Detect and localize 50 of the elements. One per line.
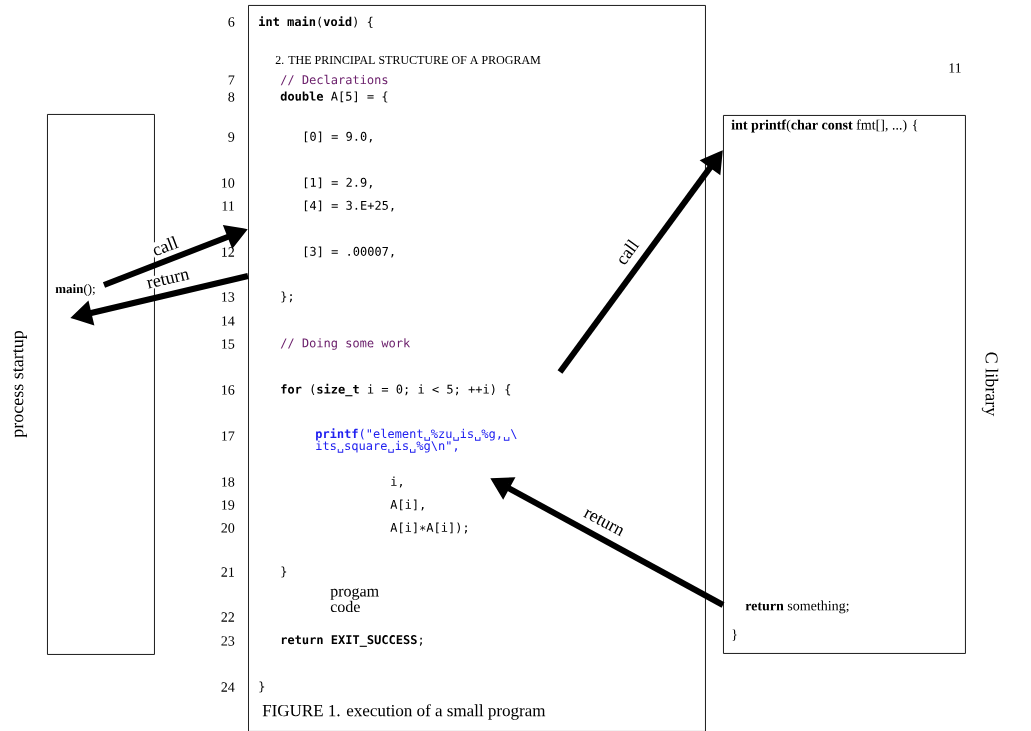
line-number: 13: [222, 292, 235, 302]
code-text: return EXIT_SUCCESS;: [281, 635, 422, 647]
line-number: 12: [222, 247, 235, 257]
code-text: return something;: [745, 600, 849, 614]
line-number: 19: [222, 500, 235, 510]
code-text: int main(void) {: [259, 16, 373, 28]
code-text: }: [732, 629, 737, 641]
code-text: }: [281, 566, 287, 578]
code-text: [4] = 3.E+25,: [304, 200, 394, 212]
side-label: process startup: [13, 330, 27, 438]
code-text: // Doing some work: [280, 338, 411, 350]
code-text: [1] = 2.9,: [304, 177, 372, 189]
line-number: 6: [228, 17, 235, 27]
code-text: [0] = 9.0,: [304, 131, 372, 143]
edge-label: return: [144, 267, 192, 291]
line-number: 15: [222, 339, 235, 349]
line-number: 17: [222, 431, 235, 441]
code-text: i,: [391, 476, 402, 488]
line-number: 23: [221, 636, 235, 646]
code-text: A[i],: [390, 499, 424, 511]
code-text: printf("element␣%zu␣is␣%g,␣\ its␣square␣is␣%g\n",: [316, 428, 517, 453]
line-number: 14: [222, 316, 235, 326]
code-text: // Declarations: [280, 74, 388, 86]
edge-label: call: [149, 234, 181, 258]
line-number: 24: [221, 682, 235, 692]
line-number: 8: [228, 92, 235, 102]
code-text: A[i]∗A[i]);: [390, 522, 467, 534]
line-number: 11: [222, 201, 234, 211]
line-number: 10: [222, 178, 235, 188]
line-number: 20: [221, 523, 235, 533]
line-number: 7: [228, 75, 235, 85]
edge-label: call: [612, 236, 642, 268]
line-number: 22: [221, 612, 235, 622]
code-text: [3] = .00007,: [304, 246, 394, 258]
code-text: main();: [55, 284, 95, 296]
code-text: for (size_t i = 0; i < 5; ++i) {: [281, 383, 511, 397]
code-text: }: [259, 681, 265, 693]
line-number: 16: [222, 385, 235, 395]
edge-label: return: [581, 506, 627, 538]
side-label: C library: [981, 352, 999, 417]
line-number: 18: [222, 477, 235, 487]
page-number: 11: [949, 63, 961, 73]
code-text: int printf(char const fmt[], ...) {: [731, 119, 918, 133]
code-text: progam code: [330, 588, 379, 613]
code-text: };: [281, 291, 292, 303]
line-number: 21: [221, 567, 234, 577]
figure-caption: FIGURE 1. execution of a small program: [262, 704, 546, 720]
running-header: 2. THE PRINCIPAL STRUCTURE OF A PROGRAM: [275, 55, 541, 65]
line-number: 9: [228, 132, 235, 142]
code-text: double A[5] = {: [280, 91, 388, 103]
